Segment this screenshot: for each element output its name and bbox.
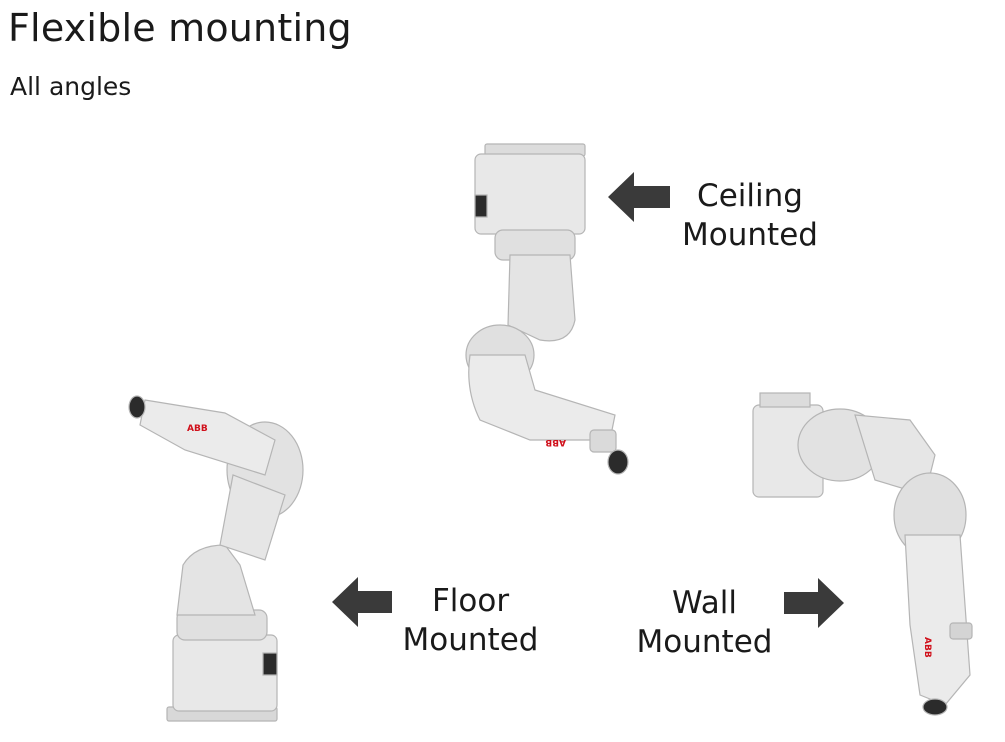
left-arrow-icon xyxy=(332,577,392,627)
wall-mounted-robot-image: ABB xyxy=(752,392,973,716)
wall-label-line2: Mounted xyxy=(636,624,773,660)
slide-title: Flexible mounting xyxy=(8,6,352,50)
floor-mounted-label: Floor Mounted xyxy=(398,582,543,660)
ceiling-label-line2: Mounted xyxy=(682,217,818,253)
robot-brand-logo: ABB xyxy=(922,637,932,658)
wall-label-line1: Wall xyxy=(672,585,737,621)
right-arrow-icon xyxy=(784,578,844,628)
floor-label-line1: Floor xyxy=(431,583,510,619)
robot-brand-logo: ABB xyxy=(187,424,208,434)
floor-mounted-robot-image: ABB xyxy=(128,395,304,722)
wall-mounted-label: Wall Mounted xyxy=(632,584,777,662)
ceiling-mounted-label: Ceiling Mounted xyxy=(680,177,820,255)
floor-label-line2: Mounted xyxy=(402,622,539,658)
ceiling-mounted-robot-image: ABB xyxy=(465,143,629,475)
left-arrow-icon xyxy=(608,172,670,222)
ceiling-label-line1: Ceiling xyxy=(697,178,803,214)
robot-brand-logo: ABB xyxy=(545,437,566,447)
slide-subtitle: All angles xyxy=(10,72,132,101)
